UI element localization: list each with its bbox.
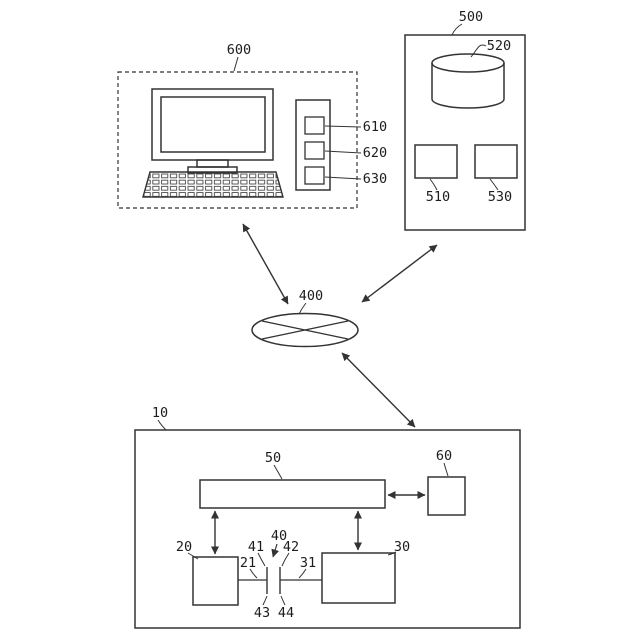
controller-group: 10 50 60 20 30 40 41 42 21 31 <box>134 405 521 629</box>
connector-label: 40 <box>271 528 287 544</box>
wire-right-leader-line <box>298 568 307 579</box>
arrow-network-controller <box>341 352 416 428</box>
network-ellipse <box>251 312 359 348</box>
wire-left-label: 21 <box>240 555 256 571</box>
network-group: 400 <box>251 288 359 348</box>
bus-label: 50 <box>265 450 281 466</box>
plug-left-leader-line <box>257 552 266 567</box>
left-unit-leader-line <box>187 552 199 560</box>
contact-left-label: 43 <box>254 605 270 621</box>
unit-620-label: 620 <box>363 145 387 161</box>
network-leader-line <box>298 302 307 315</box>
network-label: 400 <box>299 288 323 304</box>
wire-right-label: 31 <box>300 555 316 571</box>
terminal-leader-line <box>233 56 239 72</box>
server-box <box>404 34 526 231</box>
comm-label: 60 <box>436 448 452 464</box>
server-right-box-leader-line <box>489 178 499 191</box>
connector-pointer-arrow <box>271 543 280 558</box>
database-cylinder-body <box>431 63 505 109</box>
monitor-stand-neck <box>196 159 229 168</box>
terminal-group: 600 610 620 630 <box>117 42 387 209</box>
right-unit-label: 30 <box>394 539 410 555</box>
keyboard <box>142 171 284 198</box>
io-tower <box>295 99 331 191</box>
monitor-screen <box>160 96 266 153</box>
left-unit-box <box>192 556 239 606</box>
right-unit-box <box>321 552 396 604</box>
arrow-terminal-network <box>242 223 289 305</box>
unit-620-box <box>304 141 325 160</box>
wire-left-leader-line <box>249 568 258 579</box>
plug-right-leader-line <box>281 552 290 567</box>
comm-box <box>427 476 466 516</box>
server-left-box-label: 510 <box>426 189 450 205</box>
comm-leader-line <box>443 462 449 477</box>
unit-630-leader-line <box>324 176 362 180</box>
database-label: 520 <box>487 38 511 54</box>
network-cross-line-2 <box>261 320 349 340</box>
controller-label: 10 <box>152 405 168 421</box>
terminal-label: 600 <box>227 42 251 58</box>
server-right-box <box>474 144 518 179</box>
arrow-server-network <box>361 244 438 303</box>
right-unit-leader-line <box>387 551 397 556</box>
server-right-box-label: 530 <box>488 189 512 205</box>
plug-right-label: 42 <box>283 539 299 555</box>
unit-630-label: 630 <box>363 171 387 187</box>
bus-leader-line <box>273 464 283 480</box>
server-label: 500 <box>459 9 483 25</box>
bus-bar <box>199 479 386 509</box>
left-unit-label: 20 <box>176 539 192 555</box>
unit-610-label: 610 <box>363 119 387 135</box>
monitor-outline <box>151 88 274 161</box>
unit-610-leader-line <box>324 125 362 128</box>
contact-left-leader-line <box>262 595 268 606</box>
database-leader-line <box>470 44 487 58</box>
unit-630-box <box>304 166 325 185</box>
contact-right-leader-line <box>280 595 286 606</box>
server-left-box-leader-line <box>429 178 438 191</box>
unit-620-leader-line <box>324 150 362 154</box>
unit-610-box <box>304 116 325 135</box>
controller-leader-line <box>157 419 167 431</box>
server-leader-line <box>451 23 463 36</box>
database-cylinder-top <box>431 53 505 73</box>
server-group: 500 520 510 530 <box>404 9 526 231</box>
plug-left-label: 41 <box>248 539 264 555</box>
terminal-dashed-boundary <box>117 71 358 209</box>
controller-box <box>134 429 521 629</box>
server-left-box <box>414 144 458 179</box>
contact-right-label: 44 <box>278 605 294 621</box>
